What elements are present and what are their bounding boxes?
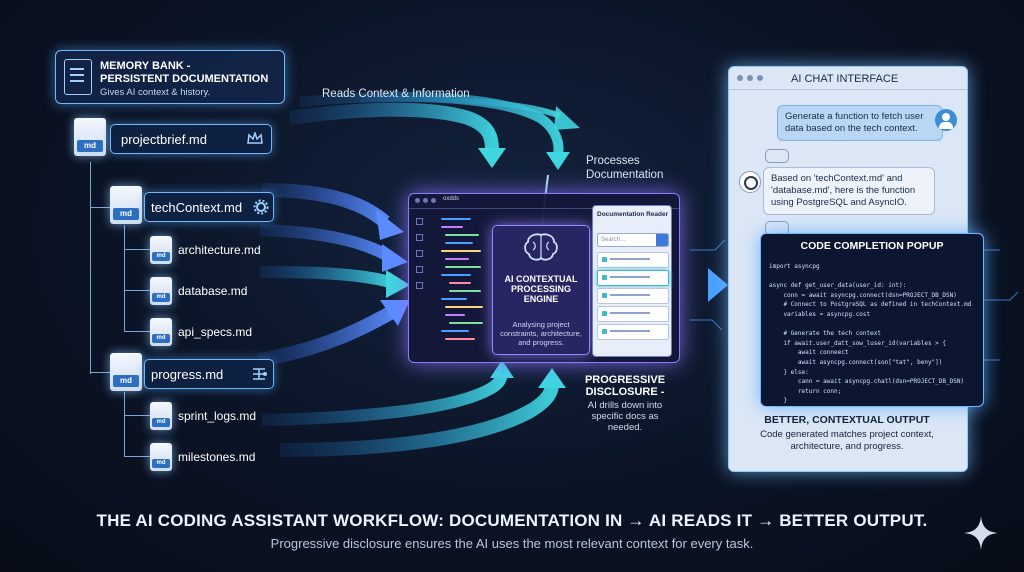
document-icon: md <box>150 443 172 471</box>
editor-titlebar: oxdds <box>409 194 679 209</box>
tree-connector <box>124 392 125 456</box>
processes-label: Processes Documentation <box>586 155 664 181</box>
file-label: techContext.md <box>151 200 243 215</box>
output-title: BETTER, CONTEXTUAL OUTPUT <box>764 414 930 426</box>
arrow-head <box>708 268 728 302</box>
file-label: api_specs.md <box>178 325 253 339</box>
memory-bank-title: MEMORY BANK - PERSISTENT DOCUMENTATION <box>100 60 269 85</box>
flow-arrow-bottom-1 <box>261 371 508 426</box>
document-icon: md <box>150 318 172 346</box>
memory-bank-subtitle: Gives AI context & history. <box>100 87 211 98</box>
arrow-head <box>386 270 410 298</box>
reader-doc-item[interactable] <box>597 324 669 340</box>
document-icon <box>64 59 92 95</box>
chat-header: AI CHAT INTERFACE <box>729 67 967 90</box>
footer-subtitle: Progressive disclosure ensures the AI us… <box>270 536 754 551</box>
gear-icon <box>253 199 269 215</box>
flow-arrow-mid-3 <box>259 266 392 288</box>
output-subtitle: Code generated matches project context, … <box>760 429 934 452</box>
flow-arrow-mid-4 <box>256 305 396 367</box>
reads-context-label: Reads Context & Information <box>322 88 470 100</box>
engine-subtitle: Analysing project constraints, architect… <box>500 320 582 347</box>
brain-icon <box>524 233 558 261</box>
arrow-head <box>380 300 410 326</box>
hierarchy-icon <box>253 368 267 380</box>
code-lines <box>431 214 491 354</box>
document-icon: md <box>150 402 172 430</box>
flow-arrow-mid-1 <box>261 183 390 228</box>
editor-sidebar <box>415 214 423 354</box>
file-label: sprint_logs.md <box>178 409 257 423</box>
flow-arrow-top-1 <box>289 102 499 151</box>
documentation-reader-panel: Documentation Reader Search... <box>592 205 672 357</box>
reader-doc-item[interactable] <box>597 306 669 322</box>
document-icon: md <box>150 277 172 305</box>
document-icon: md <box>110 186 142 224</box>
document-icon: md <box>110 353 142 391</box>
chat-title: AI CHAT INTERFACE <box>791 73 899 85</box>
editor-tab[interactable]: oxdds <box>443 196 460 202</box>
memory-bank-card: MEMORY BANK - PERSISTENT DOCUMENTATION G… <box>55 50 285 104</box>
ai-processing-engine: AI CONTEXTUAL PROCESSING ENGINE Analysin… <box>492 225 590 355</box>
user-avatar-icon <box>935 109 957 131</box>
arrow-head <box>478 148 506 168</box>
arrow-head <box>382 244 408 272</box>
circuit-lines <box>690 199 760 361</box>
arrow-head <box>554 106 580 130</box>
file-label: progress.md <box>151 367 224 382</box>
arrow-head <box>490 360 514 378</box>
search-icon[interactable] <box>656 234 668 246</box>
document-icon: md <box>150 236 172 264</box>
ai-logo-icon <box>739 171 761 193</box>
flow-arrow-top-3 <box>359 95 562 119</box>
file-label: projectbrief.md <box>121 132 207 147</box>
code-completion-popup: CODE COMPLETION POPUP import asyncpg asy… <box>760 233 984 407</box>
progressive-disclosure-label: PROGRESSIVE DISCLOSURE - AI drills down … <box>584 374 666 433</box>
reader-search-input[interactable]: Search... <box>597 233 669 247</box>
flow-arrow-mid-2 <box>259 224 391 262</box>
file-label: database.md <box>178 284 248 298</box>
tree-connector <box>124 225 125 331</box>
ai-message: Based on 'techContext.md' and 'database.… <box>763 167 935 215</box>
arrow-head <box>546 152 570 170</box>
sparkle-icon <box>964 516 998 550</box>
reader-doc-item[interactable] <box>597 252 669 268</box>
chat-bubble-icon <box>765 149 789 163</box>
popup-code: import asyncpg async def get_user_data(u… <box>769 263 972 405</box>
document-icon: md <box>74 118 106 156</box>
file-label: milestones.md <box>178 450 256 464</box>
reader-doc-item[interactable] <box>597 288 669 304</box>
popup-title: CODE COMPLETION POPUP <box>800 240 944 252</box>
flow-arrow-bottom-2 <box>279 383 559 457</box>
better-output-label: BETTER, CONTEXTUAL OUTPUT Code generated… <box>740 414 954 453</box>
file-label: architecture.md <box>178 243 261 257</box>
engine-title: AI CONTEXTUAL PROCESSING ENGINE <box>504 274 578 304</box>
reader-doc-item[interactable] <box>597 270 669 286</box>
arrow-head <box>538 368 566 388</box>
arrow-head <box>376 210 404 240</box>
user-message: Generate a function to fetch user data b… <box>777 105 943 141</box>
tree-connector <box>90 162 91 374</box>
footer-title: THE AI CODING ASSISTANT WORKFLOW: DOCUME… <box>96 511 928 530</box>
crown-icon <box>247 132 263 144</box>
reader-title: Documentation Reader <box>597 211 669 218</box>
